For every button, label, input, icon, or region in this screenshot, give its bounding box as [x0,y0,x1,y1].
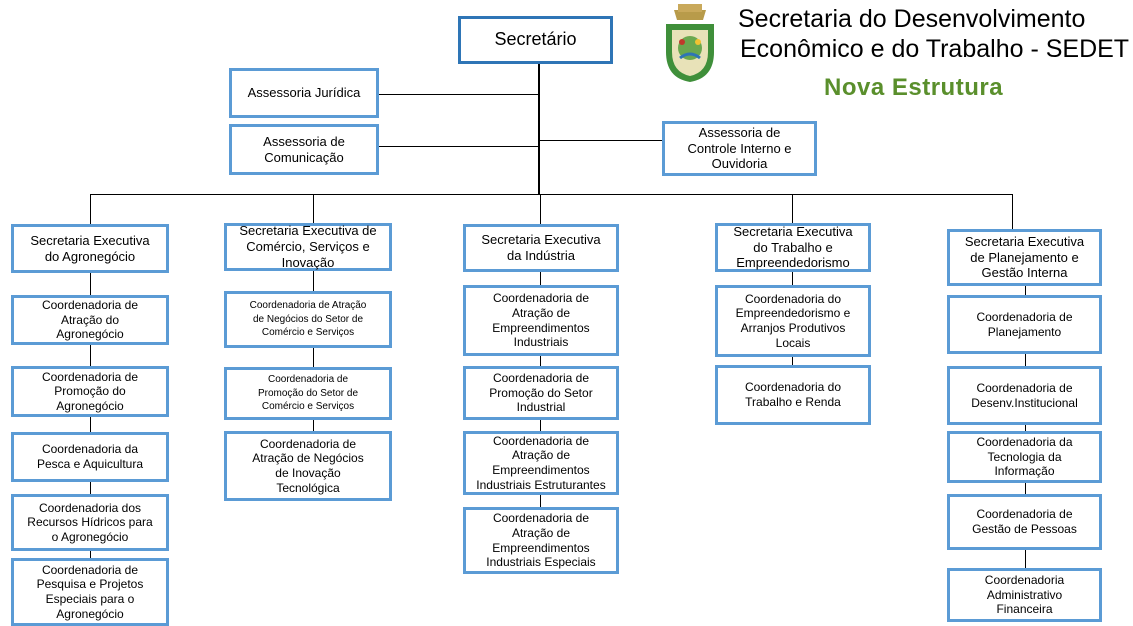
assessoria-juridica-box: Assessoria Jurídica [229,68,379,118]
assessoria-comunicacao-box: Assessoria de Comunicação [229,124,379,175]
coordenadoria-box: Coordenadoria Administrativo Financeira [947,568,1102,622]
coordenadoria-box: Coordenadoria de Atração de Empreendimen… [463,431,619,495]
connector-line [379,94,539,95]
coordenadoria-box: Coordenadoria de Desenv.Institucional [947,366,1102,425]
connector-line [538,140,663,141]
coordenadoria-box: Coordenadoria de Planejamento [947,295,1102,354]
connector-line [90,194,91,224]
coordenadoria-box: Coordenadoria de Promoção do Setor de Co… [224,367,392,420]
executiva-planejamento-box: Secretaria Executiva de Planejamento e G… [947,229,1102,286]
header-title: Secretaria do Desenvolvimento Econômico … [738,4,1129,64]
coordenadoria-box: Coordenadoria de Pesquisa e Projetos Esp… [11,558,169,626]
executiva-agronegocio-box: Secretaria Executiva do Agronegócio [11,224,169,273]
connector-line [538,64,540,194]
connector-line [90,194,1012,195]
coordenadoria-box: Coordenadoria do Trabalho e Renda [715,365,871,425]
connector-line [540,194,541,224]
executiva-comercio-box: Secretaria Executiva de Comércio, Serviç… [224,223,392,271]
connector-line [792,194,793,223]
ceara-coat-of-arms-icon [666,4,714,82]
coordenadoria-box: Coordenadoria da Pesca e Aquicultura [11,432,169,482]
header-title-line2: Econômico e do Trabalho - SEDET [740,35,1130,63]
executiva-industria-box: Secretaria Executiva da Indústria [463,224,619,272]
coordenadoria-box: Coordenadoria de Atração de Negócios do … [224,291,392,348]
coordenadoria-box: Coordenadoria de Gestão de Pessoas [947,494,1102,550]
coordenadoria-box: Coordenadoria de Atração de Negócios de … [224,431,392,501]
secretario-box: Secretário [458,16,613,64]
header-title-line1: Secretaria do Desenvolvimento [738,5,1086,33]
connector-line [379,146,539,147]
coordenadoria-box: Coordenadoria da Tecnologia da Informaçã… [947,431,1102,483]
coordenadoria-box: Coordenadoria de Atração do Agronegócio [11,295,169,345]
coordenadoria-box: Coordenadoria de Promoção do Setor Indus… [463,366,619,420]
connector-line [540,272,541,574]
coordenadoria-box: Coordenadoria de Atração de Empreendimen… [463,285,619,356]
connector-line [1012,194,1013,229]
coordenadoria-box: Coordenadoria de Atração de Empreendimen… [463,507,619,574]
connector-line [313,194,314,223]
coordenadoria-box: Coordenadoria de Promoção do Agronegócio [11,366,169,417]
header-subtitle: Nova Estrutura [824,74,1004,101]
assessoria-controle-box: Assessoria de Controle Interno e Ouvidor… [662,121,817,176]
executiva-trabalho-box: Secretaria Executiva do Trabalho e Empre… [715,223,871,272]
coordenadoria-box: Coordenadoria dos Recursos Hídricos para… [11,494,169,551]
coordenadoria-box: Coordenadoria do Empreendedorismo e Arra… [715,285,871,357]
